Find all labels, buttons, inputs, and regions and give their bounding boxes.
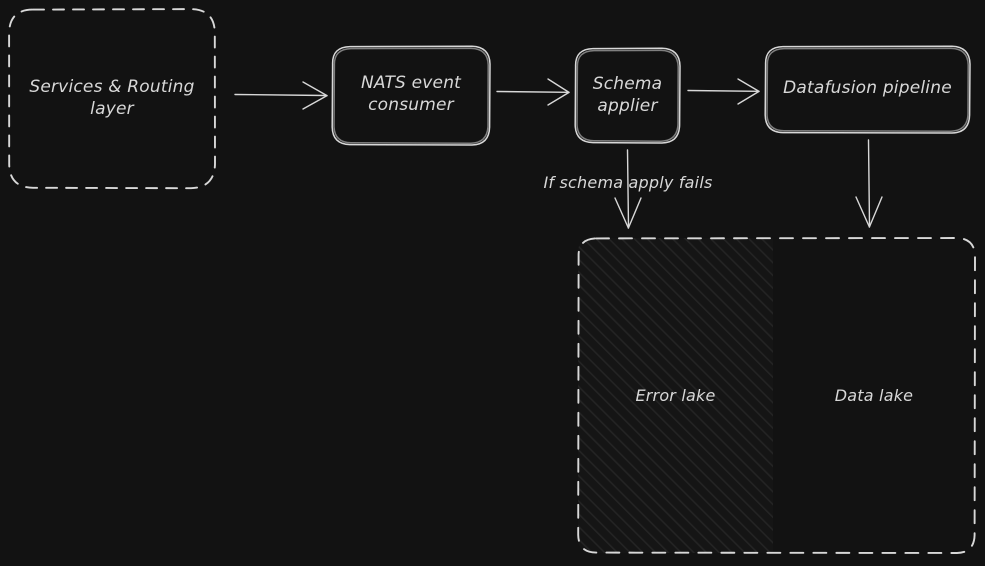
- edge-schema-to-error-lake: [614, 149, 642, 229]
- data-lake-label: Data lake: [834, 386, 914, 405]
- lakes-container-border: [577, 237, 976, 554]
- datafusion-pipeline-label: Datafusion pipeline: [783, 78, 952, 98]
- nats-event-consumer-border: [331, 45, 491, 146]
- edge-datafusion-to-data-lake: [855, 139, 883, 228]
- edge-schema-to-datafusion: [687, 78, 760, 105]
- node-services-routing-layer[interactable]: Services & Routing layer: [9, 9, 215, 188]
- region-data-lake[interactable]: Data lake: [773, 238, 975, 553]
- schema-applier-label: Schema applier: [592, 74, 663, 116]
- schema-applier-border: [574, 47, 681, 144]
- services-routing-layer-border: [8, 8, 216, 190]
- node-nats-event-consumer[interactable]: NATS event consumer: [332, 46, 490, 145]
- edge-services-to-nats: [234, 81, 328, 110]
- edge-nats-to-schema: [496, 78, 570, 106]
- services-routing-layer-label: Services & Routing layer: [29, 77, 195, 119]
- datafusion-pipeline-border: [764, 45, 971, 134]
- error-lake-label: Error lake: [635, 386, 716, 405]
- nats-event-consumer-label: NATS event consumer: [360, 73, 462, 115]
- node-datafusion-pipeline[interactable]: Datafusion pipeline: [765, 46, 970, 133]
- region-error-lake[interactable]: Error lake: [578, 238, 773, 553]
- node-schema-applier[interactable]: Schema applier: [575, 48, 680, 143]
- error-lake-hatch-fill: [578, 238, 773, 553]
